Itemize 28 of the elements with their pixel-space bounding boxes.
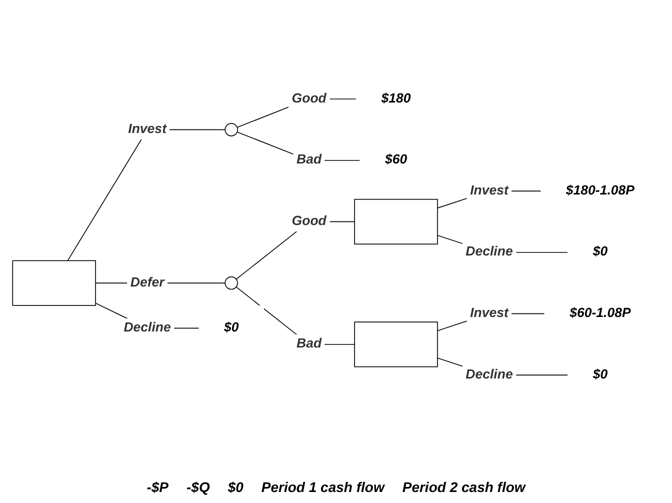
cash-flow-label: Period 1 cash flow <box>261 479 384 495</box>
edge-label: Decline <box>124 321 171 336</box>
edge-label: Decline <box>466 245 513 260</box>
cash-flow-label: $0 <box>228 479 244 495</box>
node-box <box>12 260 96 306</box>
cash-flow-label: -$Q <box>186 479 210 495</box>
edge-label: Defer <box>130 276 164 290</box>
node-circle <box>224 276 238 290</box>
node-text: $180-1.08P <box>566 184 634 198</box>
edge-label: Invest <box>128 122 166 137</box>
edge-label: Invest <box>470 184 508 198</box>
edge-label: Good <box>292 92 326 106</box>
node-text: $60 <box>384 153 408 168</box>
edge-label: Decline <box>466 368 513 382</box>
node-text: $0 <box>592 245 608 260</box>
edge-label: Bad <box>296 153 322 168</box>
edge-label: Invest <box>470 306 508 321</box>
node-circle <box>224 124 238 137</box>
node-text: $0 <box>224 321 239 336</box>
cash-flow-label: Period 2 cash flow <box>402 479 526 495</box>
node-text: $0 <box>592 368 608 382</box>
node-text: $180 <box>381 92 411 106</box>
node-box <box>354 199 438 245</box>
edge-label: Good <box>292 214 326 229</box>
node-box <box>354 322 438 368</box>
edge-label: Bad <box>296 337 322 352</box>
cash-flow-label: -$P <box>146 479 168 495</box>
node-text: $60-1.08P <box>570 306 631 321</box>
